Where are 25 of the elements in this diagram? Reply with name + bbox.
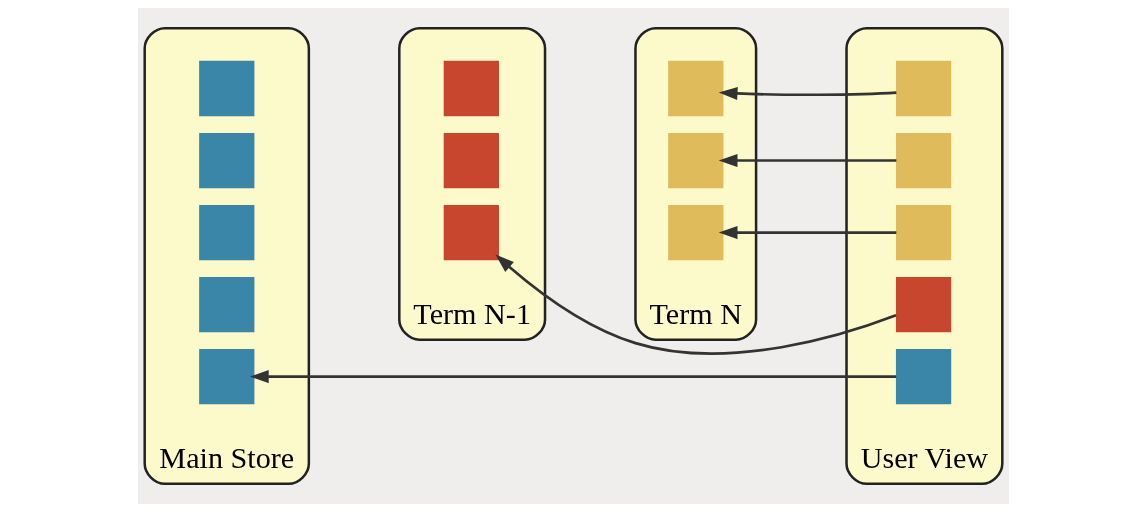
node-box (443, 132, 499, 189)
node-box (668, 204, 724, 261)
arrow (718, 153, 897, 168)
node-box (895, 204, 952, 261)
node-box (668, 132, 724, 189)
node-box (895, 348, 952, 405)
node-box (199, 204, 255, 261)
node-box (443, 60, 499, 117)
node-box (199, 348, 255, 405)
node-box (895, 60, 952, 117)
node-box (895, 276, 952, 333)
arrow (249, 370, 897, 384)
node-box (668, 60, 724, 117)
arrow (718, 225, 897, 240)
cluster: Term N-1 (398, 26, 547, 341)
node-box (199, 132, 255, 189)
cluster: User View (845, 26, 1004, 486)
cluster: Term N (634, 26, 758, 341)
node-box (199, 276, 255, 333)
cluster: Main Store (143, 26, 311, 486)
node-box (199, 60, 255, 117)
node-box (895, 132, 952, 189)
arrow (718, 86, 897, 100)
node-box (443, 204, 499, 261)
arrow (495, 254, 897, 355)
